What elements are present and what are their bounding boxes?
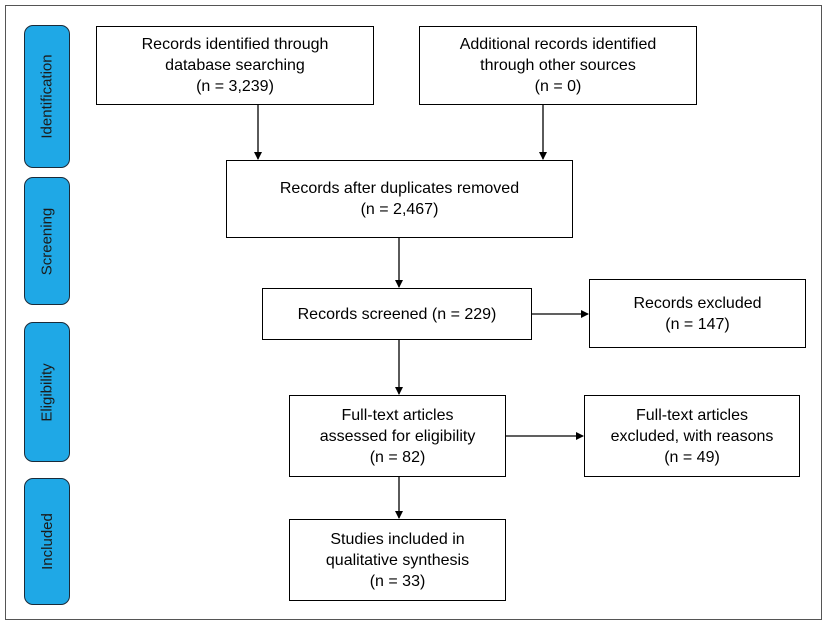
box-line: Additional records identified — [459, 36, 657, 53]
box-records-screened: Records screened (n = 229) — [262, 288, 532, 340]
box-line: qualitative synthesis — [325, 551, 470, 569]
box-line: Records screened (n = 229) — [297, 305, 497, 323]
box-duplicates-removed: Records after duplicates removed (n = 2,… — [226, 160, 573, 238]
box-count: (n = 49) — [664, 448, 720, 466]
box-count: (n = 3,239) — [196, 78, 274, 95]
box-line: Records identified through — [141, 36, 329, 53]
box-line: Full-text articles — [341, 406, 454, 424]
box-studies-included: Studies included in qualitative synthesi… — [289, 519, 506, 601]
phase-screening: Screening — [24, 177, 70, 305]
box-count: (n = 82) — [369, 448, 426, 466]
phase-included: Included — [24, 478, 70, 605]
diagram-frame — [5, 5, 822, 620]
box-count: (n = 147) — [665, 315, 730, 333]
box-other-sources: Additional records identified through ot… — [419, 26, 697, 105]
phase-identification: Identification — [24, 25, 70, 168]
box-count: (n = 33) — [369, 572, 426, 590]
box-records-excluded: Records excluded (n = 147) — [589, 279, 806, 348]
box-line: assessed for eligibility — [319, 427, 476, 445]
box-fulltext-assessed: Full-text articles assessed for eligibil… — [289, 395, 506, 477]
box-database-searching: Records identified through database sear… — [96, 26, 374, 105]
phase-eligibility: Eligibility — [24, 322, 70, 462]
box-line: through other sources — [480, 57, 636, 74]
box-count: (n = 0) — [534, 78, 582, 95]
box-line: Records after duplicates removed — [279, 180, 520, 197]
box-line: Full-text articles — [635, 406, 749, 424]
box-fulltext-excluded: Full-text articles excluded, with reason… — [584, 395, 800, 477]
box-line: Records excluded — [633, 294, 762, 312]
box-line: excluded, with reasons — [610, 427, 774, 445]
box-count: (n = 2,467) — [360, 201, 439, 218]
box-line: database searching — [165, 57, 305, 74]
box-line: Studies included in — [330, 530, 465, 548]
